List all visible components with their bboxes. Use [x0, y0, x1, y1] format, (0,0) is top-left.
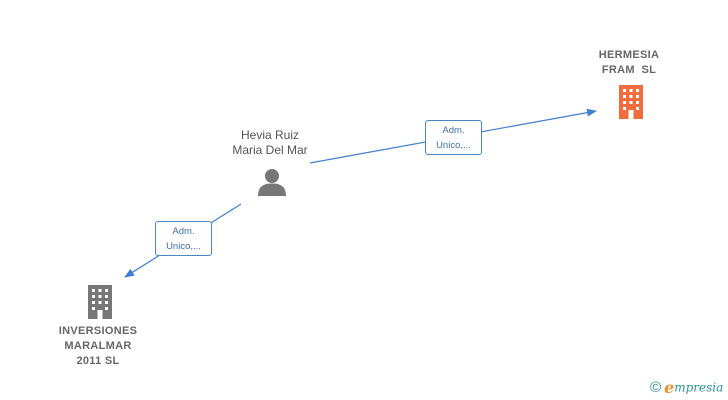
inversiones-name-line1: INVERSIONES	[58, 325, 138, 337]
hermesia-name-line2: FRAM SL	[601, 64, 657, 76]
relation-label-line1: Adm.	[442, 125, 465, 136]
inversiones-name-line2: MARALMAR	[64, 340, 132, 352]
hermesia-name-line1: HERMESIA	[598, 49, 660, 61]
relation-label-person-inversiones[interactable]: Adm. Unico,...	[155, 221, 212, 256]
person-name-label[interactable]: Hevia Ruiz Maria Del Mar	[232, 128, 307, 158]
person-icon[interactable]	[257, 168, 287, 196]
relation-label-line1: Adm.	[172, 226, 195, 237]
building-icon[interactable]	[615, 85, 647, 119]
inversiones-name-line3: 2011 SL	[76, 355, 120, 367]
relation-label-person-hermesia[interactable]: Adm. Unico,...	[425, 120, 482, 155]
person-name-line1: Hevia Ruiz	[240, 128, 300, 142]
building-icon[interactable]	[84, 285, 116, 319]
copyright-symbol: ©	[650, 379, 662, 396]
brand-e-letter: e	[664, 378, 675, 397]
hermesia-name-label[interactable]: HERMESIA FRAM SL	[599, 48, 659, 78]
inversiones-name-label[interactable]: INVERSIONES MARALMAR 2011 SL	[59, 324, 138, 369]
empresia-logo: ©empresia	[650, 378, 723, 398]
person-name-line2: Maria Del Mar	[232, 143, 308, 157]
relation-label-line2: Unico,...	[166, 241, 201, 252]
relation-label-line2: Unico,...	[436, 140, 471, 151]
brand-wordmark: mpresia	[674, 380, 724, 395]
